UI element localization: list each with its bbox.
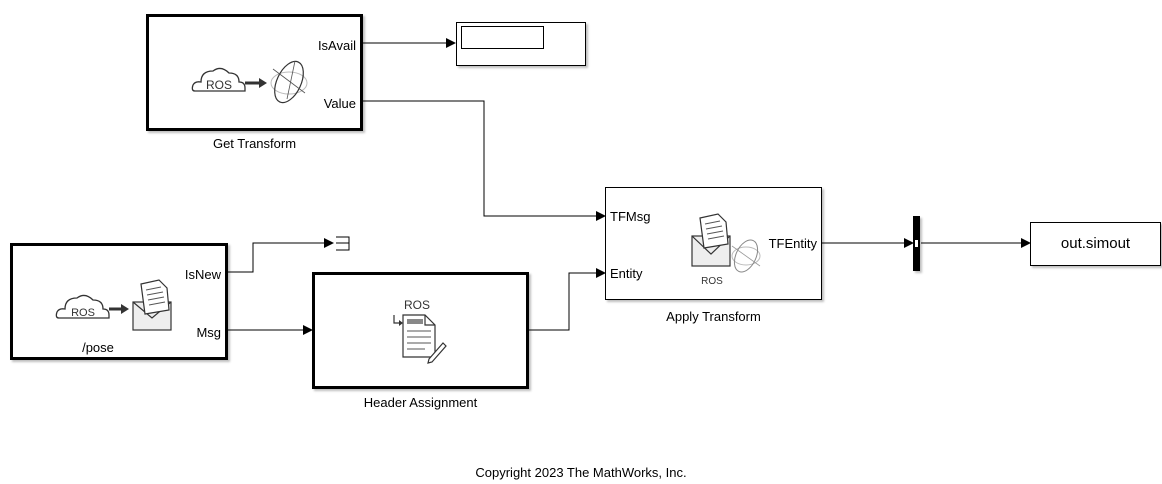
svg-text:ROS: ROS: [404, 298, 430, 312]
port-value[interactable]: Value: [323, 96, 356, 111]
ros-message-transform-icon: ROS: [691, 213, 761, 287]
header-assignment-block[interactable]: ROS: [312, 272, 529, 389]
port-entity[interactable]: Entity: [610, 266, 643, 281]
svg-text:ROS: ROS: [701, 276, 723, 287]
bus-creator-block[interactable]: [913, 216, 920, 271]
wire-header-to-entity[interactable]: [529, 268, 606, 331]
terminator-block[interactable]: [336, 236, 350, 251]
ros-cloud-to-message-icon: ROS: [55, 279, 172, 331]
svg-text:ROS: ROS: [206, 78, 232, 92]
copyright-text: Copyright 2023 The MathWorks, Inc.: [475, 465, 687, 480]
get-transform-caption: Get Transform: [212, 136, 297, 151]
port-isnew[interactable]: IsNew: [184, 267, 221, 282]
wire-value-to-tfmsg[interactable]: [363, 100, 606, 221]
bus-input-port: [914, 239, 919, 248]
display-block[interactable]: [456, 22, 586, 66]
port-tfmsg[interactable]: TFMsg: [610, 209, 651, 224]
ros-cloud-to-transform-icon: ROS: [191, 60, 308, 104]
apply-transform-caption: Apply Transform: [666, 309, 761, 324]
get-transform-block[interactable]: ROS IsAvail Value: [146, 14, 363, 131]
port-tfentity[interactable]: TFEntity: [768, 236, 817, 251]
apply-transform-block[interactable]: TFMsg Entity TFEntity ROS: [605, 187, 822, 300]
ros-header-document-icon: ROS: [393, 298, 447, 364]
svg-text:ROS: ROS: [71, 307, 95, 319]
subscribe-block[interactable]: ROS IsNew Msg /pose: [10, 243, 228, 360]
subscribe-topic-label: /pose: [82, 340, 114, 355]
port-msg[interactable]: Msg: [196, 325, 221, 340]
header-assignment-caption: Header Assignment: [363, 395, 478, 410]
display-value: [461, 26, 544, 49]
to-workspace-block[interactable]: out.simout: [1030, 222, 1161, 266]
port-isavail[interactable]: IsAvail: [317, 38, 356, 53]
to-workspace-variable: out.simout: [1060, 235, 1131, 252]
wire-isnew-to-terminator[interactable]: [228, 238, 334, 273]
